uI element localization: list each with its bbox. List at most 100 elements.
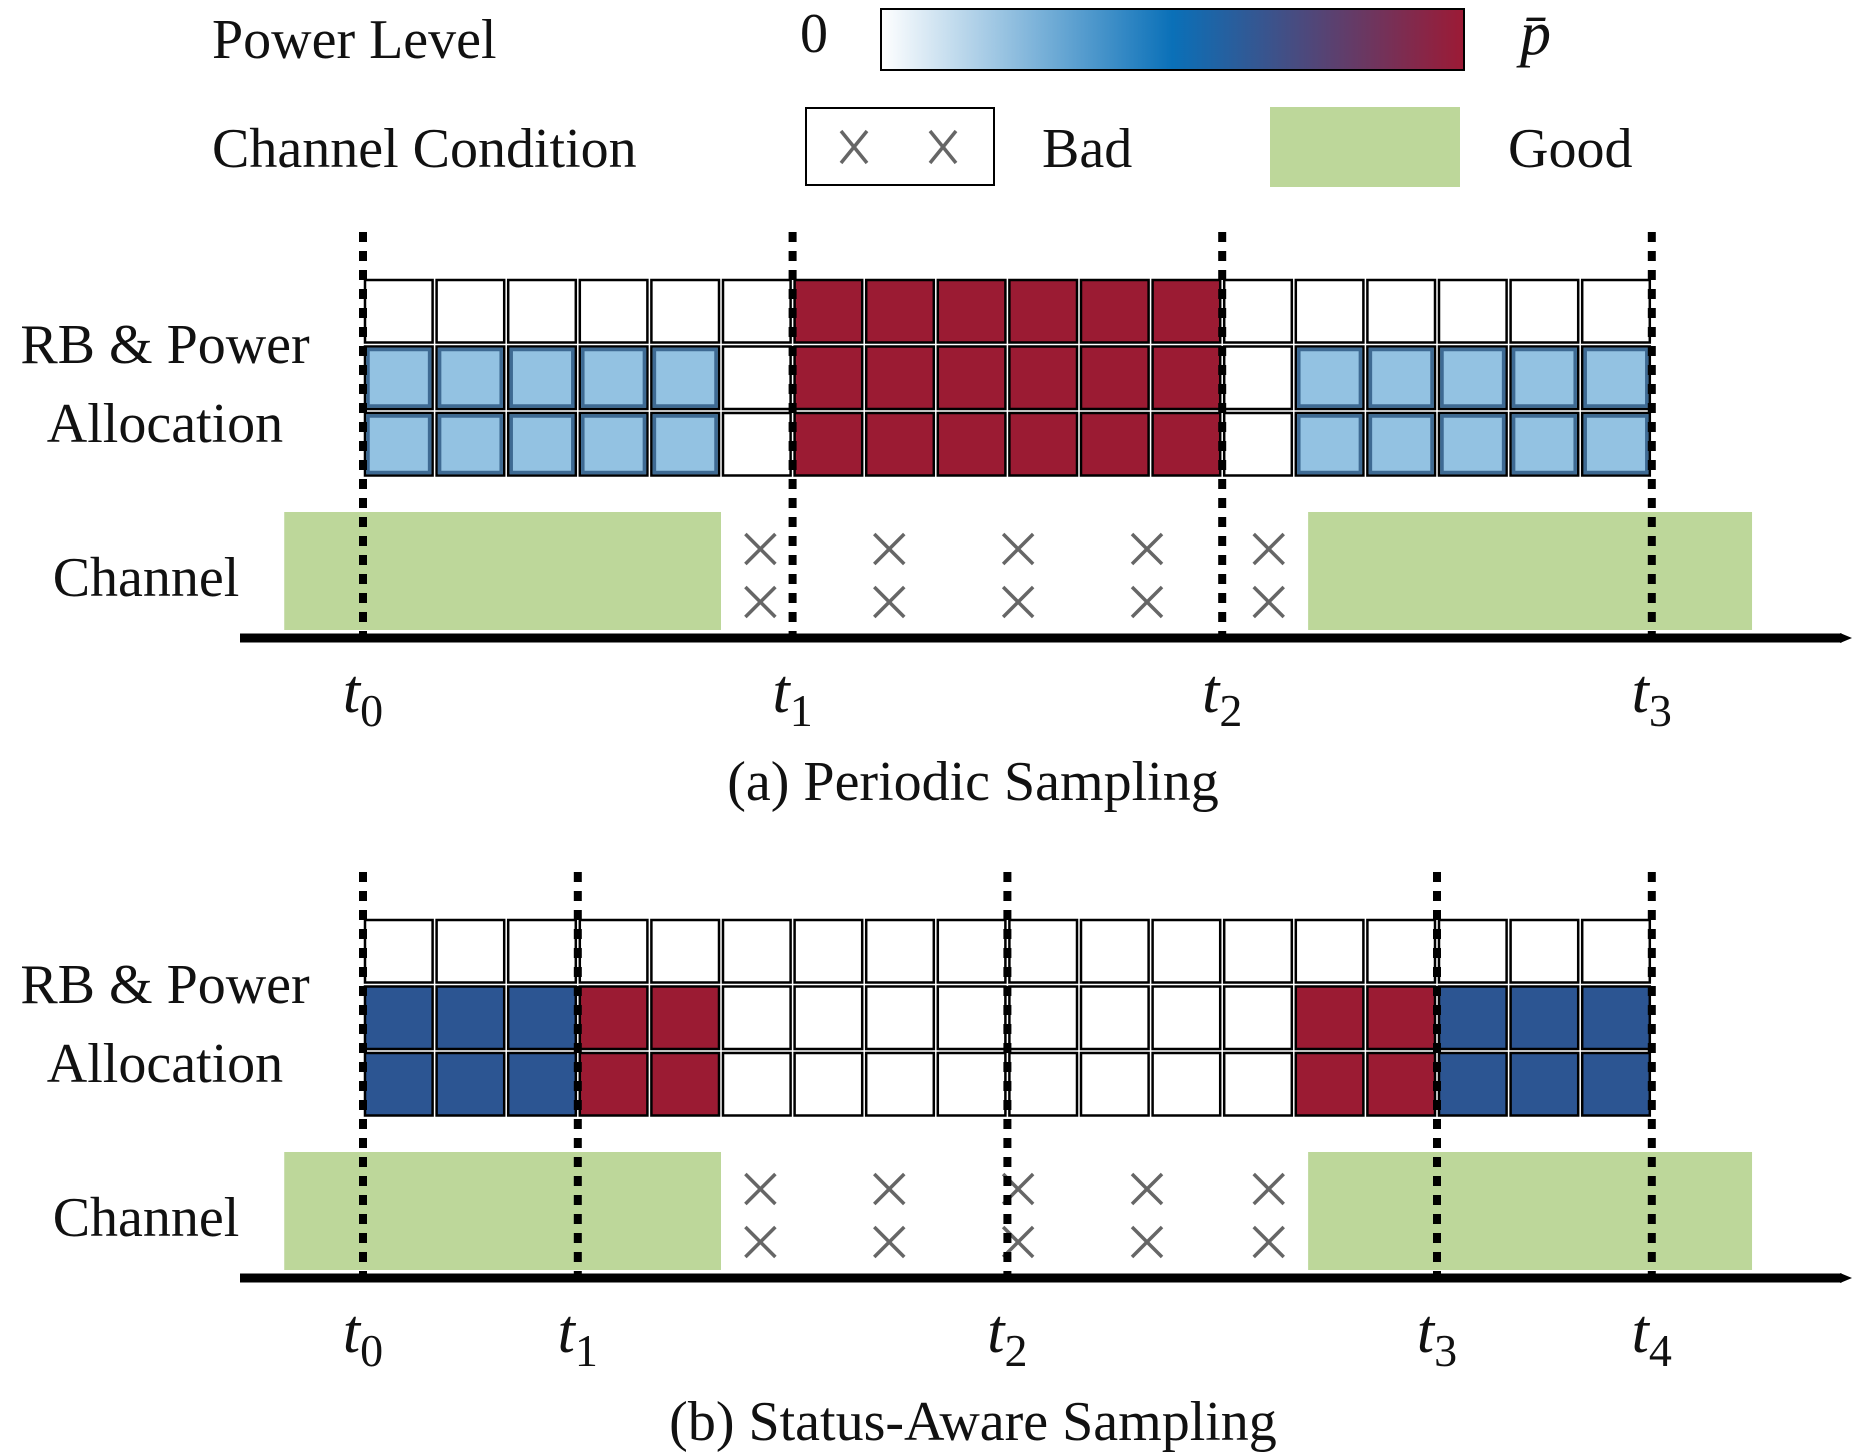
resource-block — [363, 1051, 434, 1117]
good-channel-segment — [1308, 1152, 1753, 1270]
resource-block — [435, 278, 506, 344]
bad-cross-icon — [839, 129, 869, 165]
resource-block — [363, 918, 434, 984]
resource-block — [1580, 278, 1652, 344]
power-level-label: Power Level — [212, 9, 497, 71]
power-min-label: 0 — [800, 3, 828, 65]
resource-block-border — [1511, 347, 1577, 408]
resource-block-border — [652, 414, 718, 475]
bad-channel-cross-icon — [873, 1172, 906, 1206]
resource-block-border — [1297, 347, 1363, 408]
bad-channel-cross-icon — [1130, 1225, 1164, 1259]
resource-block — [1008, 411, 1079, 477]
resource-block — [1151, 985, 1222, 1051]
channel-track — [284, 512, 1753, 630]
resource-block — [1366, 918, 1437, 984]
time-label-t1: t1 — [558, 1298, 598, 1376]
resource-block-border — [652, 347, 718, 408]
resource-block-border — [1440, 347, 1506, 408]
resource-block — [1509, 918, 1580, 984]
resource-block — [1509, 278, 1580, 344]
resource-block — [506, 411, 578, 477]
resource-block — [1437, 345, 1508, 411]
bad-channel-cross-icon — [1130, 1172, 1164, 1206]
resource-block — [578, 278, 649, 344]
resource-block — [363, 278, 434, 344]
bad-channel-cross-icon — [744, 585, 777, 619]
resource-block-border — [1511, 414, 1577, 475]
resource-block — [1222, 278, 1294, 344]
resource-block — [435, 345, 506, 411]
resource-block — [1437, 278, 1508, 344]
resource-block — [1222, 345, 1294, 411]
resource-block — [1294, 918, 1365, 984]
resource-block — [1008, 278, 1079, 344]
resource-block — [1580, 411, 1652, 477]
resource-block — [721, 278, 792, 344]
resource-block — [1294, 1051, 1365, 1117]
resource-block — [506, 345, 578, 411]
resource-block — [1008, 985, 1079, 1051]
resource-block — [1222, 1051, 1294, 1117]
resource-block — [578, 1051, 649, 1117]
time-label-t3: t3 — [1417, 1298, 1457, 1376]
resource-block — [1079, 345, 1150, 411]
resource-block — [1437, 411, 1508, 477]
good-label: Good — [1508, 118, 1632, 180]
resource-block — [864, 918, 936, 984]
resource-block — [1580, 918, 1652, 984]
resource-block — [936, 411, 1007, 477]
resource-block — [1151, 1051, 1222, 1117]
resource-block-border — [1297, 414, 1363, 475]
resource-block — [1008, 345, 1079, 411]
resource-block — [1008, 918, 1079, 984]
time-label-t0: t0 — [343, 1298, 383, 1376]
resource-block — [1079, 411, 1150, 477]
resource-block — [936, 985, 1007, 1051]
resource-block — [1079, 1051, 1150, 1117]
resource-block — [1294, 278, 1365, 344]
resource-block — [1509, 1051, 1580, 1117]
resource-block — [1222, 985, 1294, 1051]
bad-channel-cross-icon — [1252, 585, 1285, 619]
resource-block-border — [1583, 347, 1649, 408]
resource-block — [435, 411, 506, 477]
time-label-t2: t2 — [1202, 658, 1242, 736]
resource-block-border — [509, 414, 575, 475]
time-label-t1: t1 — [772, 658, 812, 736]
resource-block — [1437, 918, 1508, 984]
panel-caption: (b) Status-Aware Sampling — [669, 1391, 1277, 1453]
allocation-label: Allocation — [47, 393, 283, 455]
resource-block — [1222, 411, 1294, 477]
resource-block — [578, 411, 649, 477]
allocation-label: Allocation — [47, 1033, 283, 1095]
channel-condition-label: Channel Condition — [212, 118, 637, 180]
legend: Power Level 0 p̄ Channel Condition Bad G… — [212, 0, 1632, 187]
resource-block — [363, 985, 434, 1051]
bad-channel-cross-icon — [873, 1225, 906, 1259]
resource-block — [793, 985, 864, 1051]
bad-channel-cross-icon — [1001, 532, 1035, 566]
resource-block-border — [1583, 414, 1649, 475]
resource-block — [721, 985, 792, 1051]
resource-block — [506, 985, 578, 1051]
resource-block — [650, 411, 721, 477]
rb-power-label: RB & Power — [20, 314, 310, 376]
resource-block — [864, 411, 936, 477]
resource-block — [793, 1051, 864, 1117]
bad-cross-icon — [928, 129, 958, 165]
resource-block — [1294, 411, 1365, 477]
resource-block-border — [366, 414, 432, 475]
resource-block — [1580, 1051, 1652, 1117]
resource-block — [1509, 411, 1580, 477]
resource-block — [936, 1051, 1007, 1117]
good-channel-swatch — [1270, 107, 1460, 187]
channel-row-label: Channel — [53, 1187, 240, 1249]
resource-block — [1366, 1051, 1437, 1117]
resource-block-border — [509, 347, 575, 408]
resource-block — [864, 985, 936, 1051]
resource-block — [793, 345, 864, 411]
